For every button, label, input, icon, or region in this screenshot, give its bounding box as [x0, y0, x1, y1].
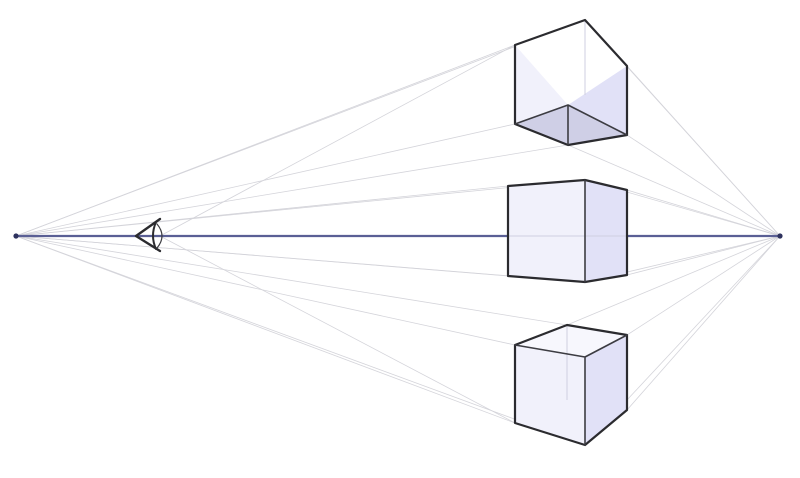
guide-eye-2: [159, 235, 516, 424]
cube-on-horizon: [506, 178, 629, 284]
cube-bottom-outline: [513, 323, 629, 447]
guide-left-4: [15, 144, 569, 237]
guide-left-9: [15, 235, 516, 346]
guide-left-10: [15, 235, 568, 326]
guide-right-2: [626, 65, 781, 237]
eye-icon: [134, 217, 163, 253]
guide-eye-1: [159, 44, 516, 237]
guide-right-11: [626, 235, 781, 411]
guide-left-3: [15, 123, 516, 237]
guide-right-3: [626, 134, 781, 237]
guide-right-4: [567, 144, 781, 237]
guide-left-2: [15, 19, 586, 237]
cube-above-horizon: [513, 18, 629, 147]
cube-bottom-front-face: [515, 345, 585, 445]
vanishing-point-left: [13, 233, 19, 239]
cube-below-horizon: [513, 323, 629, 447]
guide-right-6: [626, 189, 781, 237]
cube-top-inner-edges: [514, 104, 628, 146]
guide-left-11: [15, 235, 516, 424]
guide-left-12: [15, 235, 586, 446]
guide-right-10: [626, 235, 781, 336]
guide-left-8: [15, 235, 586, 283]
perspective-guides: [15, 19, 781, 446]
cube-bottom-inner-edges: [514, 334, 628, 446]
guide-right-9: [566, 235, 781, 326]
vanishing-point-right: [777, 233, 783, 239]
guide-right-7: [626, 235, 781, 276]
guide-left-6: [15, 179, 586, 237]
cube-middle-front-face: [508, 180, 585, 282]
cube-middle-side-face: [585, 180, 627, 282]
